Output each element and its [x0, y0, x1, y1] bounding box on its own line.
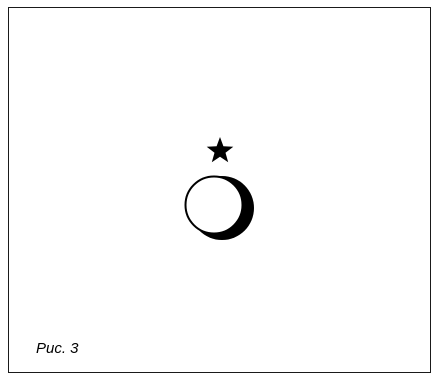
- crescent-moon-icon: [186, 176, 255, 240]
- star-icon: [207, 137, 234, 162]
- figure-caption: Рис. 3: [36, 341, 79, 356]
- moon-disc: [186, 177, 243, 234]
